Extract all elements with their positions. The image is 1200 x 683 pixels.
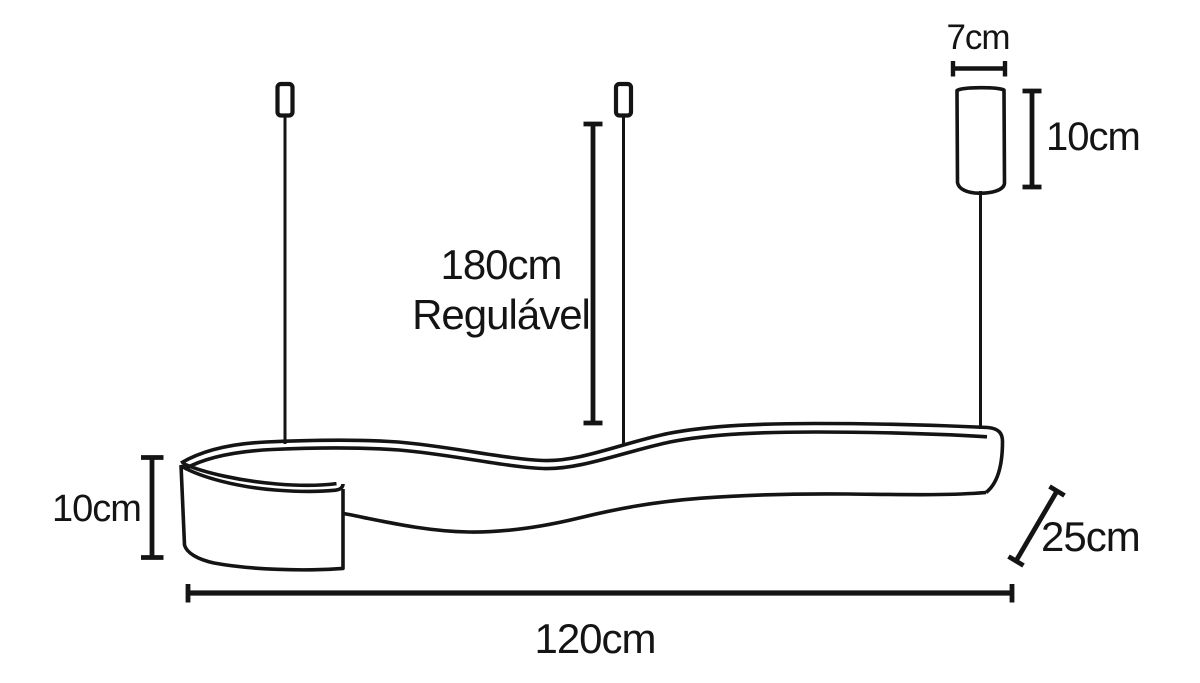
body-left-face-rim-lower <box>180 464 345 494</box>
body-left-face <box>179 464 345 572</box>
dim-body-length <box>185 584 1015 603</box>
body-top-rim-outer <box>180 421 989 465</box>
body-top-rim-inner <box>183 430 988 471</box>
canopy-width-label: 7cm <box>946 18 1010 57</box>
dim-body-depth <box>1007 484 1066 568</box>
canopy-height-label: 10cm <box>1046 115 1141 159</box>
body-depth-label: 25cm <box>1041 513 1141 560</box>
cable-ferrule-left <box>275 81 295 118</box>
suspension-adjustable-note: Regulável <box>412 291 591 338</box>
lamp-body <box>179 421 1005 572</box>
ceiling-canopy <box>955 85 1007 196</box>
body-left-face-rim-upper <box>182 461 337 487</box>
dim-body-height <box>141 455 164 560</box>
body-height-label: 10cm <box>52 488 142 530</box>
body-length-label: 120cm <box>534 615 656 662</box>
dim-suspension-length <box>583 121 603 426</box>
suspension-length-value: 180cm <box>440 241 562 288</box>
body-right-endcap <box>984 425 1005 494</box>
dim-canopy-width <box>950 61 1008 77</box>
cable-ferrule-center <box>613 81 634 118</box>
dim-canopy-height <box>1022 88 1042 190</box>
body-bottom-edge <box>342 490 987 534</box>
suspension-length-label: 180cm Regulável <box>412 240 591 340</box>
